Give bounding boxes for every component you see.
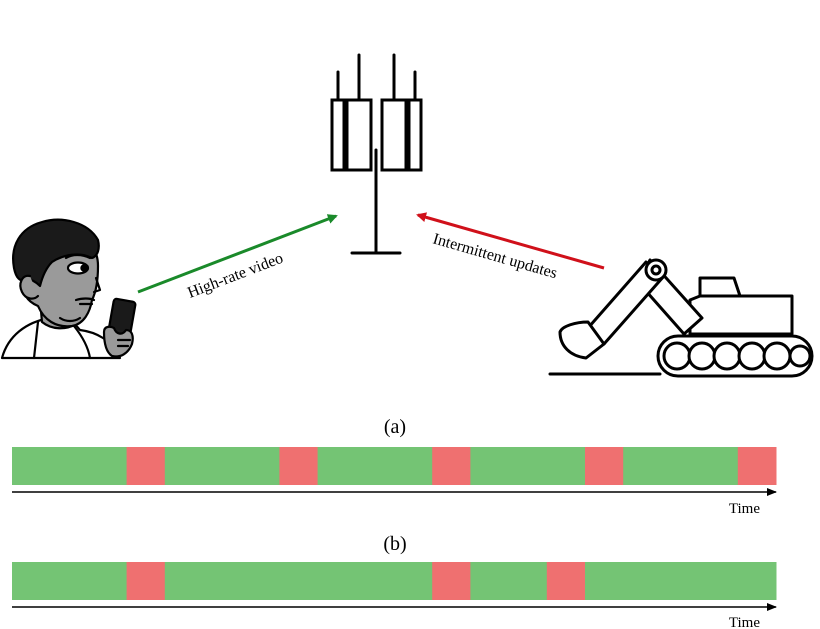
excavator-icon [548,258,814,378]
video-link-arrow [137,214,338,294]
video-link-label: High-rate video [185,250,285,302]
slot-busy-b-5 [546,562,586,600]
slot-busy-a-9 [737,447,777,485]
caption-b: (b) [383,533,406,555]
timeline-b [12,562,777,600]
slot-free-a-0 [12,447,128,485]
slot-busy-a-3 [279,447,319,485]
slot-free-a-8 [623,447,739,485]
slot-busy-b-1 [126,562,166,600]
timeline-a [12,447,777,485]
slot-busy-a-1 [126,447,166,485]
slot-free-b-6 [585,562,777,600]
caption-a: (a) [384,416,406,438]
time-label-a: Time [729,501,760,517]
slot-busy-b-3 [432,562,471,600]
slot-free-a-6 [470,447,586,485]
base-station-icon [330,53,423,255]
slot-busy-a-7 [585,447,624,485]
time-label-b: Time [729,615,760,629]
slot-free-b-4 [470,562,548,600]
slot-free-a-4 [317,447,433,485]
slot-free-b-0 [12,562,128,600]
slot-free-a-2 [164,447,280,485]
updates-link-arrow [416,212,605,270]
slot-free-b-2 [164,562,433,600]
person-with-phone-icon [0,218,137,360]
slot-busy-a-5 [432,447,471,485]
